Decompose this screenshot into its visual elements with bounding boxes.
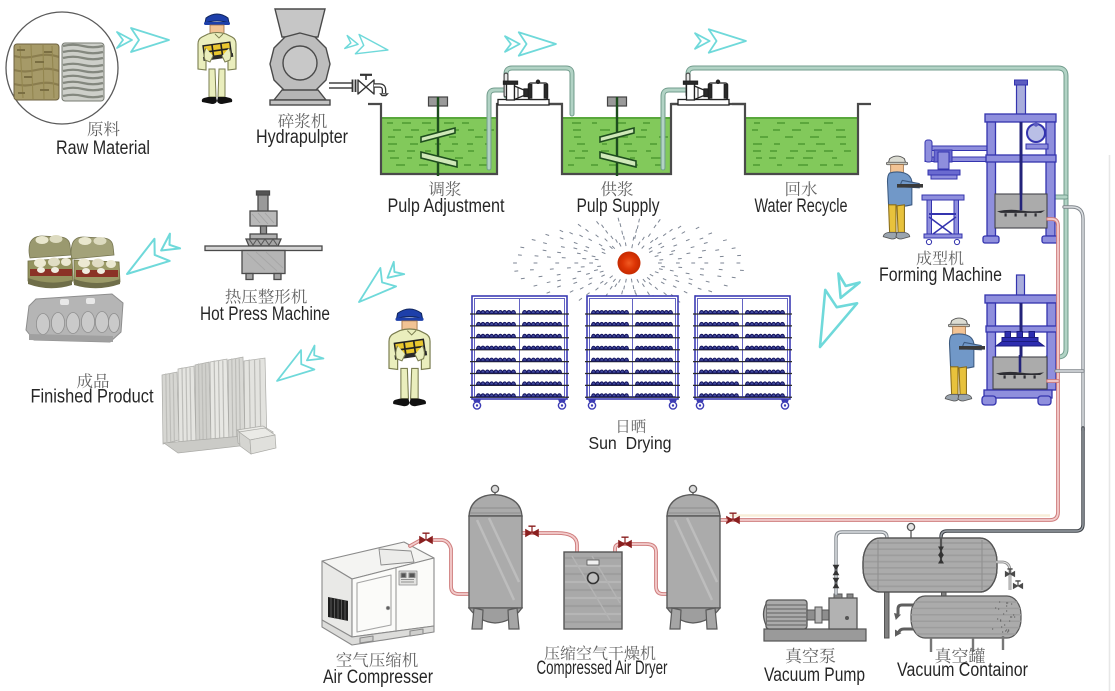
svg-text:Water Recycle: Water Recycle xyxy=(755,196,848,217)
svg-text:Air Compresser: Air Compresser xyxy=(323,667,434,688)
svg-text:Hydrapulpter: Hydrapulpter xyxy=(256,127,349,148)
svg-text:Sun Drying: Sun Drying xyxy=(589,433,672,453)
svg-text:Forming Machine: Forming Machine xyxy=(879,265,1002,286)
svg-text:Raw Material: Raw Material xyxy=(56,138,150,159)
svg-text:Vacuum Containor: Vacuum Containor xyxy=(897,660,1029,681)
svg-text:Hot Press Machine: Hot Press Machine xyxy=(200,304,330,325)
svg-text:Finished Product: Finished Product xyxy=(31,387,155,408)
svg-text:Vacuum Pump: Vacuum Pump xyxy=(764,665,865,686)
svg-text:Pulp Adjustment: Pulp Adjustment xyxy=(388,196,506,217)
svg-text:Compressed Air Dryer: Compressed Air Dryer xyxy=(537,658,668,679)
svg-text:Pulp Supply: Pulp Supply xyxy=(577,196,660,217)
